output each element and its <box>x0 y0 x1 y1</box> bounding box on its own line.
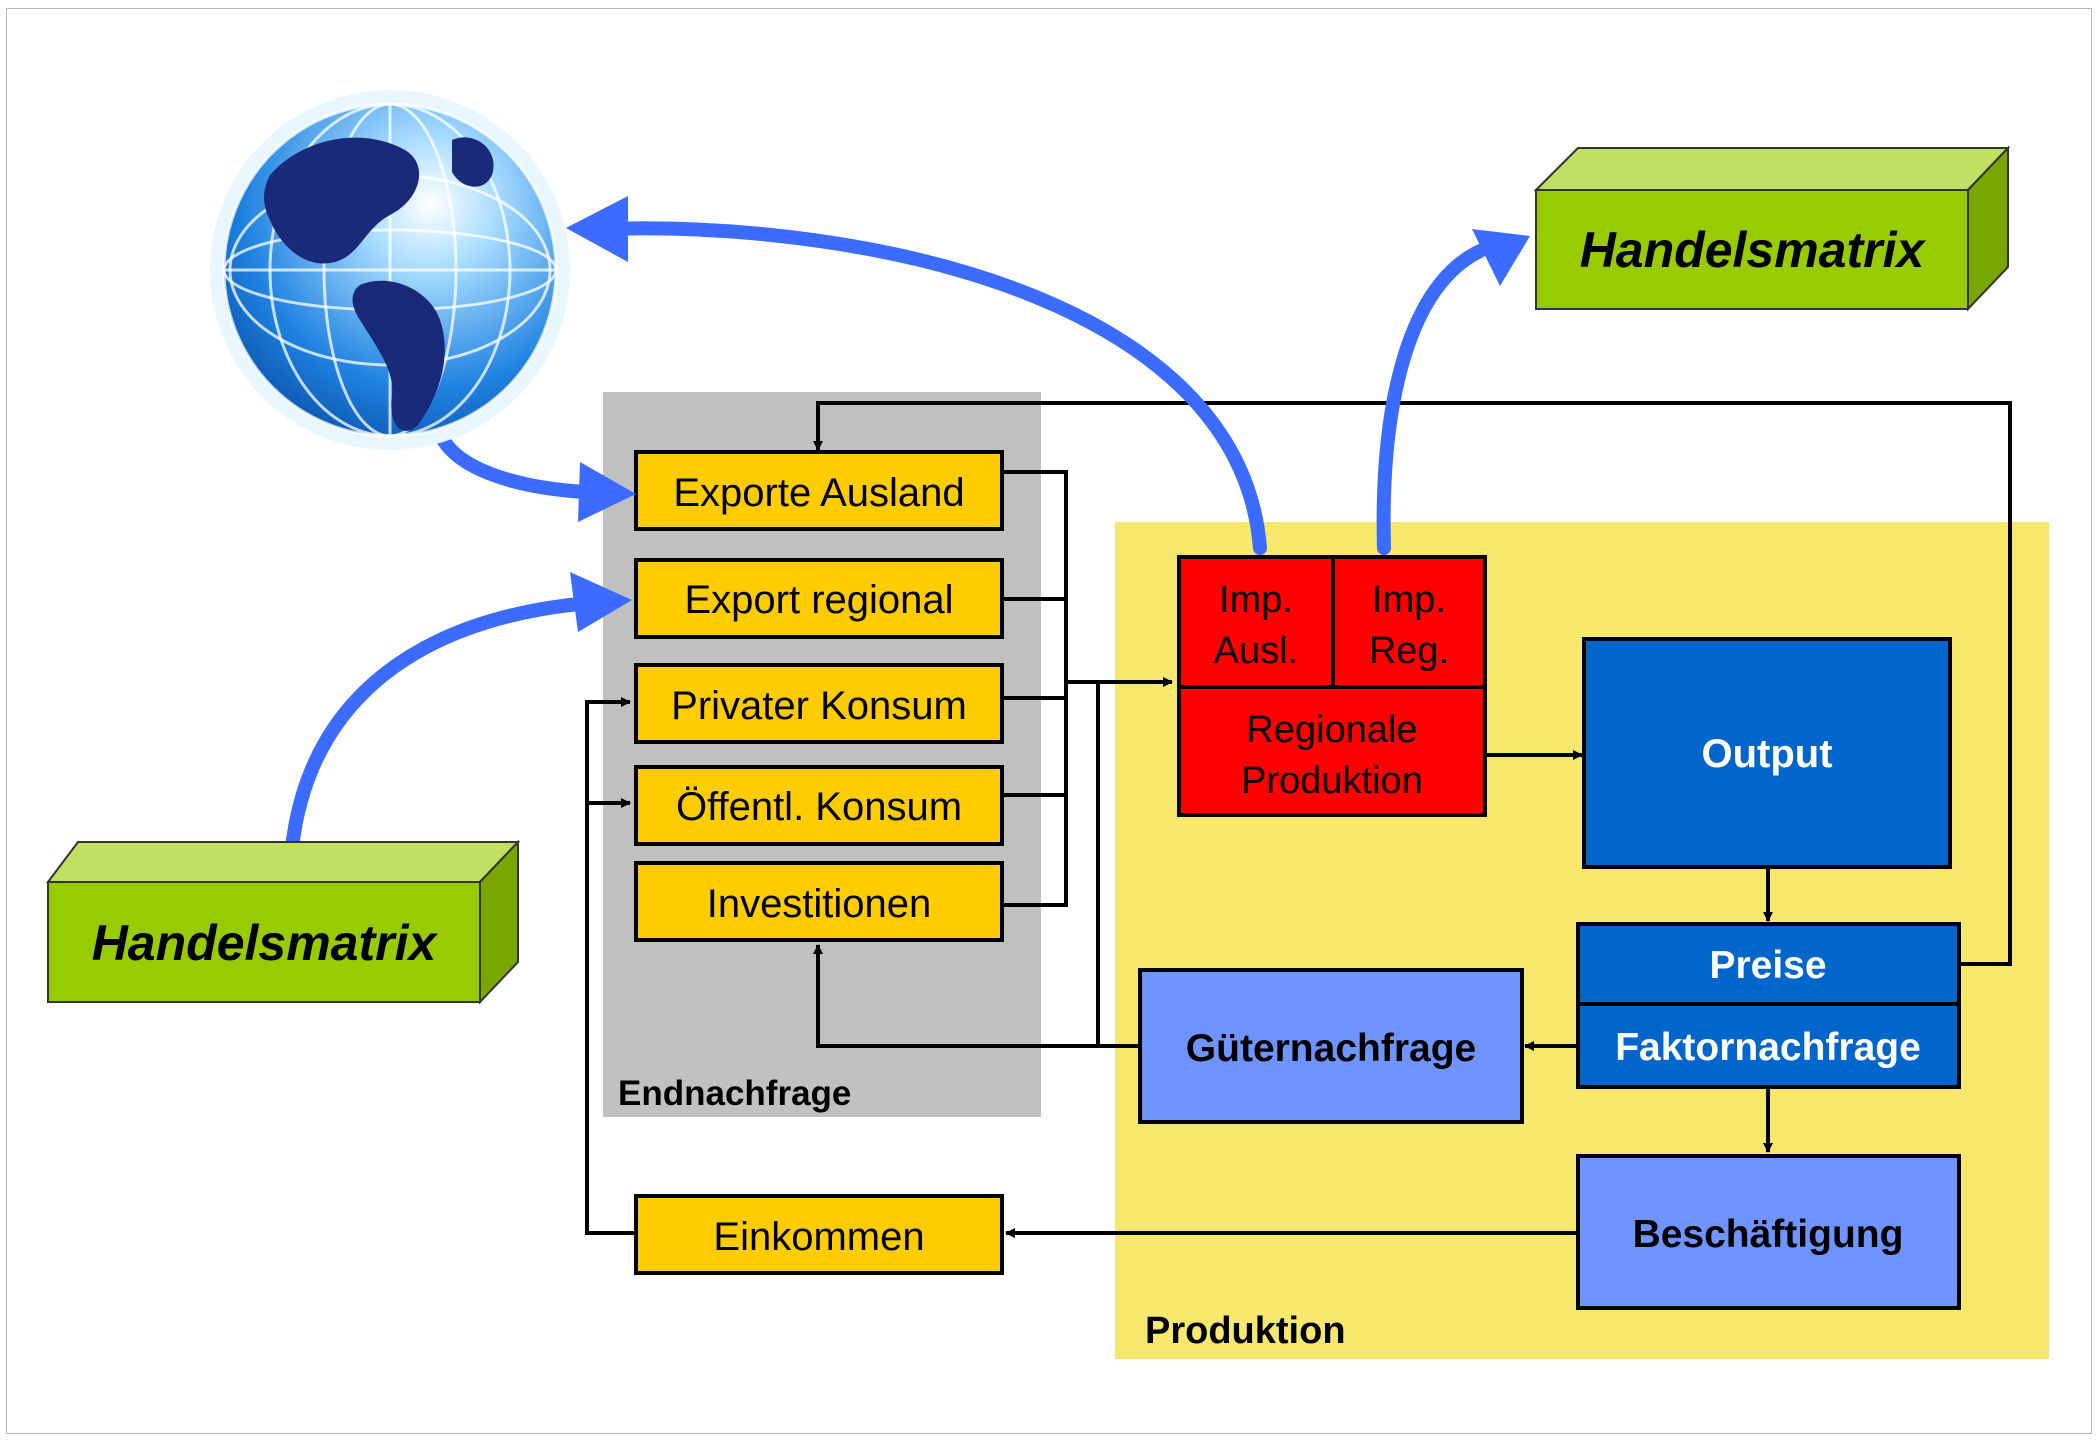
beschaeftigung-box[interactable] <box>1576 1154 1961 1310</box>
globe-icon <box>210 90 570 450</box>
flow-arrow-matrix-to-export-regional <box>285 597 585 855</box>
output-label: Output <box>1701 732 1832 776</box>
preise-box[interactable] <box>1576 922 1961 1006</box>
handelsmatrix-right-label: Handelsmatrix <box>1580 222 1927 278</box>
flow-arrow-import-to-matrix <box>1376 244 1487 555</box>
beschaeftigung-label: Beschäftigung <box>1633 1213 1904 1256</box>
einkommen-box[interactable] <box>634 1194 1004 1275</box>
imp-reg-line1: Imp. <box>1372 579 1446 621</box>
imp-ausl-box[interactable] <box>1177 555 1335 689</box>
imp-reg-box[interactable] <box>1331 555 1487 689</box>
export-regional-label: Export regional <box>684 578 953 622</box>
investitionen-label: Investitionen <box>707 882 932 926</box>
privater-konsum-box[interactable] <box>634 663 1004 744</box>
handelsmatrix-left-label: Handelsmatrix <box>92 915 439 971</box>
flow-arrow-globe-to-exporte <box>431 421 592 499</box>
regionale-produktion-box[interactable] <box>1177 685 1487 817</box>
regionale-line1: Regionale <box>1246 709 1417 751</box>
produktion-title: Produktion <box>1145 1310 1346 1352</box>
handelsmatrix-right[interactable]: Handelsmatrix <box>1533 145 2011 312</box>
gueternachfrage-box[interactable] <box>1138 968 1524 1124</box>
preise-label: Preise <box>1709 944 1826 987</box>
regional-production-cluster: Imp. Ausl. Imp. Reg. Regionale Produktio… <box>1177 555 1487 817</box>
regionale-line2: Produktion <box>1241 760 1423 802</box>
privater-konsum-label: Privater Konsum <box>671 684 967 728</box>
investitionen-box[interactable] <box>634 861 1004 942</box>
exporte-ausland-box[interactable] <box>634 450 1004 531</box>
imp-reg-line2: Reg. <box>1369 630 1449 672</box>
connector-lines <box>585 401 2012 1238</box>
gueternachfrage-label: Güternachfrage <box>1186 1027 1476 1070</box>
endnachfrage-title: Endnachfrage <box>618 1074 851 1113</box>
imp-ausl-line2: Ausl. <box>1214 630 1298 672</box>
flow-arrow-import-to-globe <box>593 221 1267 555</box>
oeffentl-konsum-box[interactable] <box>634 765 1004 846</box>
handelsmatrix-left[interactable]: Handelsmatrix <box>46 839 521 1005</box>
slide-frame <box>6 8 2092 1434</box>
demand-items: Exporte Ausland Export regional Privater… <box>634 450 1004 1275</box>
oeffentl-konsum-label: Öffentl. Konsum <box>676 785 962 829</box>
exporte-ausland-label: Exporte Ausland <box>673 471 964 515</box>
imp-ausl-line1: Imp. <box>1219 579 1293 621</box>
export-regional-box[interactable] <box>634 558 1004 639</box>
faktornachfrage-label: Faktornachfrage <box>1615 1026 1921 1069</box>
einkommen-label: Einkommen <box>713 1215 924 1259</box>
faktornachfrage-box[interactable] <box>1576 1002 1961 1089</box>
output-box[interactable] <box>1582 637 1952 869</box>
flow-arrows <box>285 221 1487 855</box>
flow-arrowheads <box>566 196 1530 632</box>
